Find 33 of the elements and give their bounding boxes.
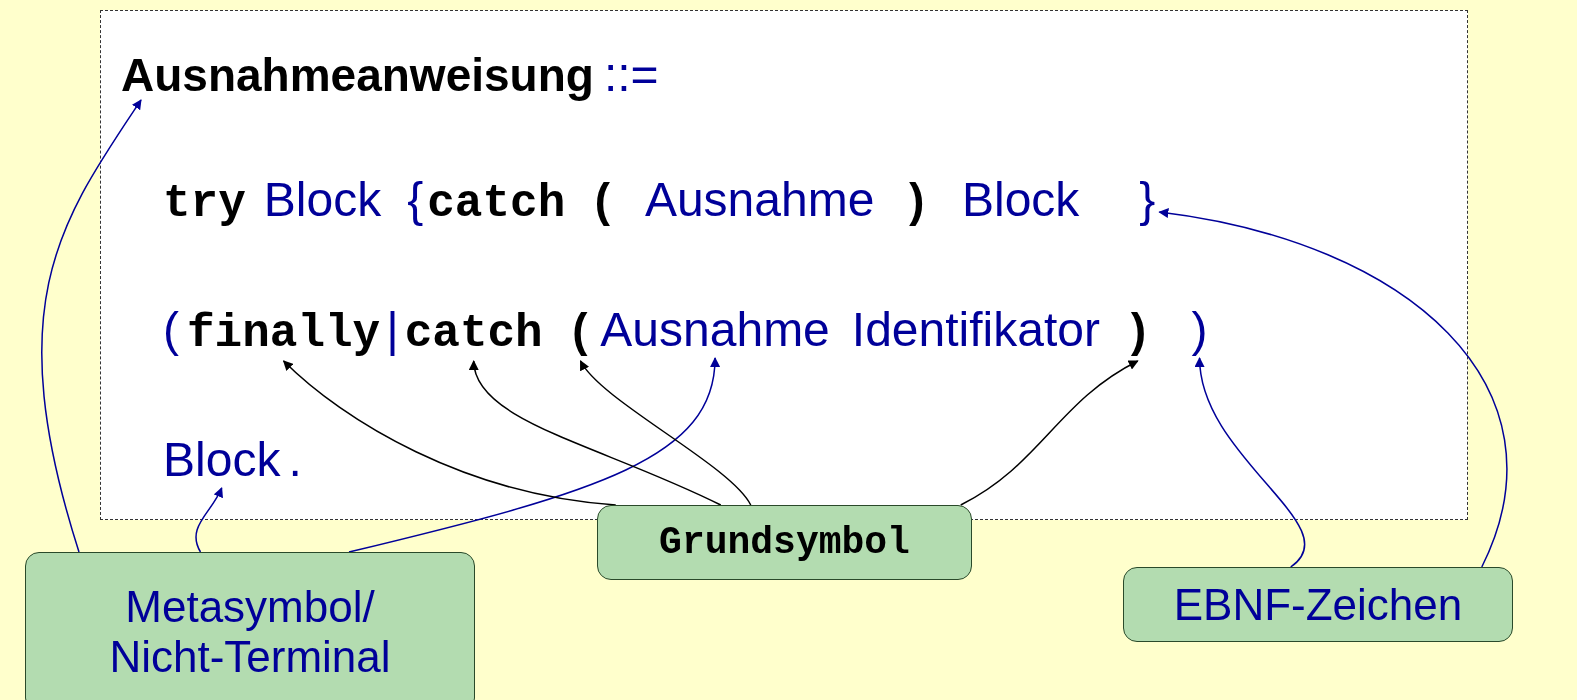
keyword-text: ( <box>589 181 617 227</box>
keyword-text: finally <box>187 311 381 357</box>
nonterminal-text: } <box>1139 176 1156 224</box>
nonterminal-text: Identifikator <box>851 306 1100 354</box>
nonterminal-text: Ausnahme <box>600 306 830 354</box>
leader-line <box>41 99 142 553</box>
keyword-text: ) <box>902 181 930 227</box>
leader-line <box>1195 357 1306 568</box>
nonterminal-text: Ausnahme <box>644 176 875 224</box>
nonterminal-text: . <box>288 436 302 484</box>
callout-box: EBNF-Zeichen <box>1123 567 1513 642</box>
nonterminal-text: | <box>386 306 399 354</box>
keyword-text: catch <box>404 311 543 357</box>
keyword-text: try <box>163 181 246 227</box>
leader-line <box>348 357 720 553</box>
nonterminal-text: Block <box>163 436 281 484</box>
nonterminal-text: Block <box>263 176 382 224</box>
leader-line <box>1158 208 1508 568</box>
nonterminal-text: ( <box>163 306 179 354</box>
callout-box: Metasymbol/ Nicht-Terminal <box>25 552 475 700</box>
leader-line <box>960 360 1139 506</box>
leader-line <box>579 360 752 506</box>
nonterminal-text: Block <box>961 176 1080 224</box>
keyword-text: catch <box>427 181 566 227</box>
nonterminal-text: { <box>407 176 424 224</box>
keyword-text: ) <box>1123 311 1152 357</box>
leader-line <box>195 487 223 553</box>
nonterminal-text: ::= <box>603 51 659 99</box>
leader-line <box>470 360 722 506</box>
keyword-text: ( <box>566 311 595 357</box>
nonterminal-text: ) <box>1191 306 1208 354</box>
callout-box: Grundsymbol <box>597 505 972 580</box>
dashed-frame <box>100 10 1468 520</box>
